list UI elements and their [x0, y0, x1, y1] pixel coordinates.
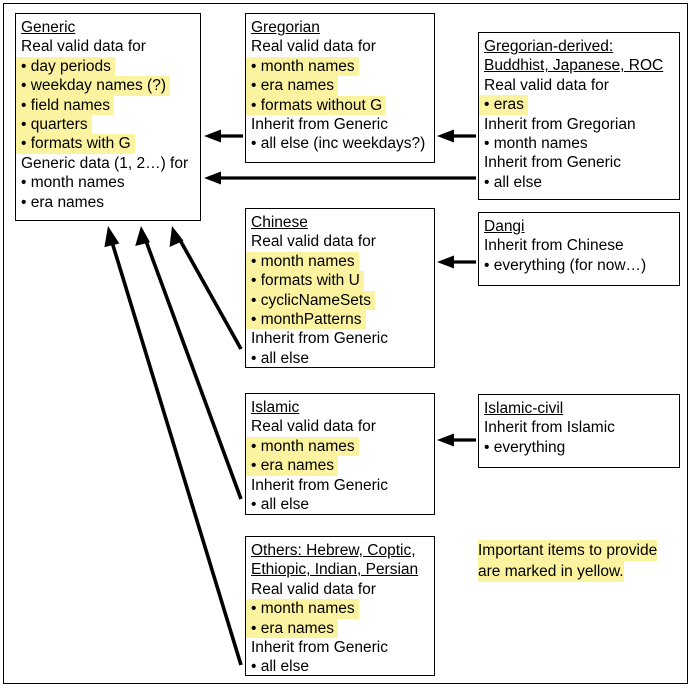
box-islamic-civil-item-everything: • everything — [484, 438, 566, 456]
box-others-subtitle: Ethiopic, Indian, Persian — [251, 561, 419, 579]
box-others-item-era-names: • era names — [246, 618, 338, 639]
box-chinese-item-all-else: • all else — [251, 349, 309, 367]
box-gregorian-line-5: Inherit from Generic — [251, 116, 388, 134]
box-chinese-item-month-names: • month names — [246, 251, 359, 272]
legend-note-line-1: Important items to provide — [478, 540, 658, 561]
box-islamic-line-4: Inherit from Generic — [251, 476, 388, 494]
box-others-item-month-names: • month names — [246, 599, 359, 619]
box-islamic[interactable]: Islamic Real valid data for • month name… — [245, 393, 435, 515]
box-chinese-item-cyclic-name-sets: • cyclicNameSets — [246, 290, 375, 311]
box-chinese-line-6: Inherit from Generic — [251, 330, 388, 348]
box-others-line-2: Real valid data for — [251, 580, 376, 598]
box-gregorian-derived-line-2: Real valid data for — [484, 76, 609, 94]
box-gregorian-line-1: Real valid data for — [251, 38, 376, 56]
box-islamic-line-1: Real valid data for — [251, 418, 376, 436]
box-generic-item-quarters: • quarters — [16, 115, 92, 135]
box-gregorian-derived-subtitle: Buddhist, Japanese, ROC — [484, 57, 664, 75]
box-gregorian-derived-item-all-else: • all else — [484, 173, 542, 191]
box-gregorian-item-formats-without-g: • formats without G — [246, 95, 387, 116]
box-generic-line-1: Real valid data for — [21, 38, 146, 56]
box-gregorian[interactable]: Gregorian Real valid data for • month na… — [245, 13, 435, 163]
box-generic[interactable]: Generic Real valid data for • day period… — [15, 13, 201, 221]
box-gregorian-derived-title: Gregorian-derived: — [484, 38, 614, 55]
legend-note-line-2: are marked in yellow. — [478, 561, 624, 582]
diagram-outer-border — [3, 3, 688, 684]
box-gregorian-derived[interactable]: Gregorian-derived: Buddhist, Japanese, R… — [478, 32, 680, 200]
box-gregorian-derived-item-month-names: • month names — [484, 135, 588, 153]
box-islamic-civil[interactable]: Islamic-civil Inherit from Islamic • eve… — [478, 394, 680, 468]
box-generic-item-field-names: • field names — [16, 95, 114, 116]
box-islamic-civil-line-1: Inherit from Islamic — [484, 419, 615, 437]
box-generic-item-era-names: • era names — [21, 193, 104, 211]
box-islamic-item-all-else: • all else — [251, 496, 309, 514]
box-islamic-civil-title: Islamic-civil — [484, 400, 564, 417]
box-gregorian-derived-line-6: Inherit from Generic — [484, 154, 621, 172]
box-generic-item-day-periods: • day periods — [16, 56, 115, 77]
box-dangi[interactable]: Dangi Inherit from Chinese • everything … — [478, 212, 680, 286]
box-generic-item-month-names: • month names — [21, 174, 125, 192]
box-gregorian-title: Gregorian — [251, 19, 320, 36]
box-chinese-title: Chinese — [251, 214, 308, 231]
box-chinese[interactable]: Chinese Real valid data for • month name… — [245, 208, 435, 368]
box-chinese-item-formats-with-u: • formats with U — [246, 271, 364, 291]
box-chinese-item-month-patterns: • monthPatterns — [246, 310, 366, 330]
legend-note: Important items to provide are marked in… — [478, 540, 658, 582]
box-gregorian-derived-item-eras: • eras — [479, 95, 528, 115]
box-others-title: Others: Hebrew, Coptic, — [251, 542, 416, 559]
box-gregorian-item-month-names: • month names — [246, 56, 359, 77]
box-generic-title: Generic — [21, 19, 76, 36]
box-islamic-title: Islamic — [251, 399, 300, 416]
box-gregorian-item-era-names: • era names — [246, 76, 338, 96]
box-islamic-item-era-names: • era names — [246, 456, 338, 476]
box-chinese-line-1: Real valid data for — [251, 233, 376, 251]
box-generic-item-formats-with-g: • formats with G — [16, 134, 135, 154]
box-dangi-item-everything: • everything (for now…) — [484, 256, 647, 274]
box-generic-line-7: Generic data (1, 2…) for — [21, 154, 189, 172]
box-others-line-5: Inherit from Generic — [251, 639, 388, 657]
box-others-item-all-else: • all else — [251, 658, 309, 676]
box-gregorian-derived-line-4: Inherit from Gregorian — [484, 115, 636, 133]
box-gregorian-item-all-else: • all else (inc weekdays?) — [251, 135, 426, 153]
box-dangi-line-1: Inherit from Chinese — [484, 237, 624, 255]
box-dangi-title: Dangi — [484, 218, 525, 235]
box-islamic-item-month-names: • month names — [246, 436, 359, 457]
box-others[interactable]: Others: Hebrew, Coptic, Ethiopic, Indian… — [245, 536, 435, 676]
box-generic-item-weekday-names: • weekday names (?) — [16, 76, 170, 96]
